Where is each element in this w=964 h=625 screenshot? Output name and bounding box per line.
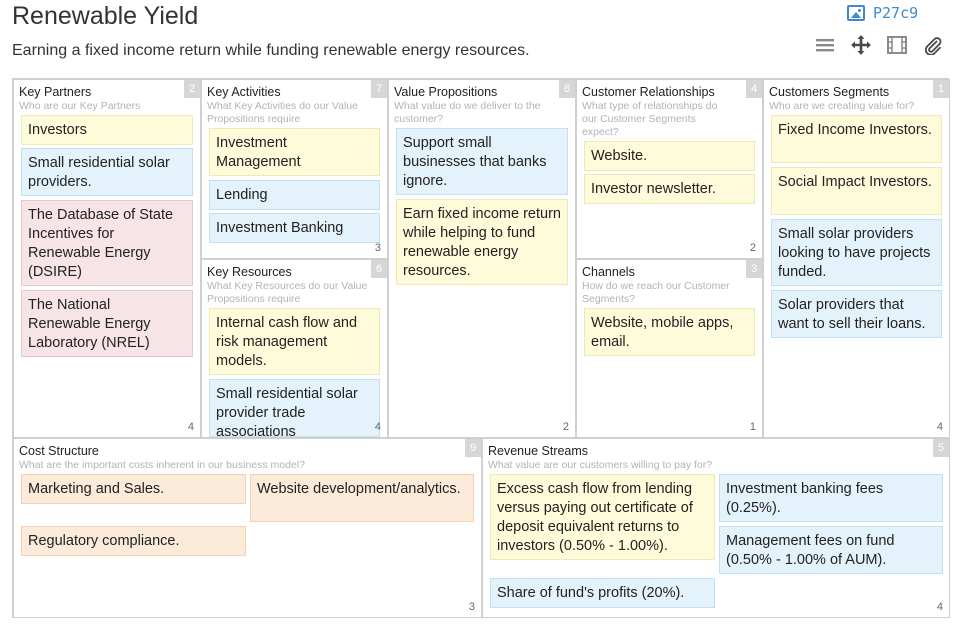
sticky-note[interactable]: The National Renewable Energy Laboratory…	[21, 290, 193, 357]
customer-relationships-block: Customer Relationships What type of rela…	[576, 79, 763, 259]
block-corner-number: 6	[371, 260, 387, 278]
sticky-note[interactable]: Management fees on fund (0.50% - 1.00% o…	[719, 526, 943, 574]
value-propositions-block: Value Propositions What value do we deli…	[388, 79, 576, 438]
note-count: 4	[187, 421, 194, 433]
block-title: Customers Segments	[769, 85, 890, 99]
key-partners-block: Key Partners Who are our Key Partners 2 …	[13, 79, 201, 438]
block-corner-number: 7	[371, 80, 387, 98]
sticky-note[interactable]: Small residential solar provider trade a…	[209, 379, 380, 437]
sticky-note[interactable]: Website.	[584, 141, 755, 171]
sticky-note[interactable]: Investment banking fees (0.25%).	[719, 474, 943, 522]
sticky-note[interactable]: Investment Management	[209, 128, 380, 176]
note-count: 4	[936, 421, 943, 433]
customer-segments-block: Customers Segments Who are we creating v…	[763, 79, 950, 438]
sticky-note[interactable]: Marketing and Sales.	[21, 474, 246, 504]
sticky-note[interactable]: Investor newsletter.	[584, 174, 755, 204]
sticky-note[interactable]: Website development/analytics.	[250, 474, 474, 522]
block-question: Who are we creating value for?	[769, 100, 915, 112]
sticky-note[interactable]: Investors	[21, 115, 193, 145]
sticky-note[interactable]: Support small businesses that banks igno…	[396, 128, 568, 195]
note-count: 3	[468, 601, 475, 613]
block-title: Channels	[582, 265, 635, 279]
sticky-note[interactable]: Share of fund's profits (20%).	[490, 578, 715, 608]
note-count: 3	[374, 242, 381, 254]
sticky-note[interactable]: Investment Banking	[209, 213, 380, 243]
sticky-note[interactable]: Earn fixed income return while helping t…	[396, 199, 568, 285]
note-count: 4	[374, 421, 381, 433]
image-code-link[interactable]: P27c9	[847, 4, 918, 22]
block-question: What Key Activities do our Value Proposi…	[207, 100, 358, 125]
sticky-note[interactable]: Excess cash flow from lending versus pay…	[490, 474, 715, 560]
block-corner-number: 2	[184, 80, 200, 98]
sticky-note[interactable]: Small residential solar providers.	[21, 148, 193, 196]
business-model-canvas: Key Partners Who are our Key Partners 2 …	[12, 78, 950, 618]
block-corner-number: 4	[746, 80, 762, 98]
channels-block: Channels How do we reach our Customer Se…	[576, 259, 763, 438]
block-title: Value Propositions	[394, 85, 498, 99]
block-title: Revenue Streams	[488, 444, 589, 458]
block-corner-number: 3	[746, 260, 762, 278]
block-title: Key Resources	[207, 265, 292, 279]
key-activities-block: Key Activities What Key Activities do ou…	[201, 79, 388, 259]
block-question: Who are our Key Partners	[19, 100, 141, 112]
paperclip-icon[interactable]	[920, 33, 946, 57]
film-icon[interactable]	[884, 33, 910, 57]
sticky-note[interactable]: Lending	[209, 180, 380, 210]
block-title: Key Activities	[207, 85, 281, 99]
image-code: P27c9	[873, 4, 919, 22]
block-question: What Key Resources do our Value Proposit…	[207, 280, 368, 305]
page-subtitle: Earning a fixed income return while fund…	[12, 42, 530, 59]
block-corner-number: 9	[465, 439, 481, 457]
block-corner-number: 5	[933, 439, 949, 457]
sticky-note[interactable]: The Database of State Incentives for Ren…	[21, 200, 193, 286]
note-count: 1	[749, 421, 756, 433]
block-corner-number: 8	[559, 80, 575, 98]
sticky-note[interactable]: Fixed Income Investors.	[771, 115, 942, 163]
sticky-note[interactable]: Social Impact Investors.	[771, 167, 942, 215]
note-count: 2	[562, 421, 569, 433]
block-question: What are the important costs inherent in…	[19, 459, 305, 471]
sticky-note[interactable]: Website, mobile apps, email.	[584, 308, 755, 356]
image-icon	[847, 5, 865, 21]
revenue-streams-block: Revenue Streams What value are our custo…	[482, 438, 950, 618]
block-question: What type of relationships do our Custom…	[582, 100, 718, 138]
block-question: What value are our customers willing to …	[488, 459, 713, 471]
list-icon[interactable]	[812, 33, 838, 57]
cost-structure-block: Cost Structure What are the important co…	[13, 438, 482, 618]
key-resources-block: Key Resources What Key Resources do our …	[201, 259, 388, 438]
sticky-note[interactable]: Solar providers that want to sell their …	[771, 290, 942, 338]
block-question: What value do we deliver to the customer…	[394, 100, 541, 125]
move-icon[interactable]	[848, 33, 874, 57]
sticky-note[interactable]: Internal cash flow and risk management m…	[209, 308, 380, 375]
toolbar	[812, 33, 946, 57]
block-title: Key Partners	[19, 85, 92, 99]
block-question: How do we reach our Customer Segments?	[582, 280, 730, 305]
sticky-note[interactable]: Regulatory compliance.	[21, 526, 246, 556]
note-count: 2	[749, 242, 756, 254]
block-corner-number: 1	[933, 80, 949, 98]
block-title: Customer Relationships	[582, 85, 715, 99]
note-count: 4	[936, 601, 943, 613]
sticky-note[interactable]: Small solar providers looking to have pr…	[771, 219, 942, 286]
block-title: Cost Structure	[19, 444, 99, 458]
page-title: Renewable Yield	[12, 2, 199, 30]
